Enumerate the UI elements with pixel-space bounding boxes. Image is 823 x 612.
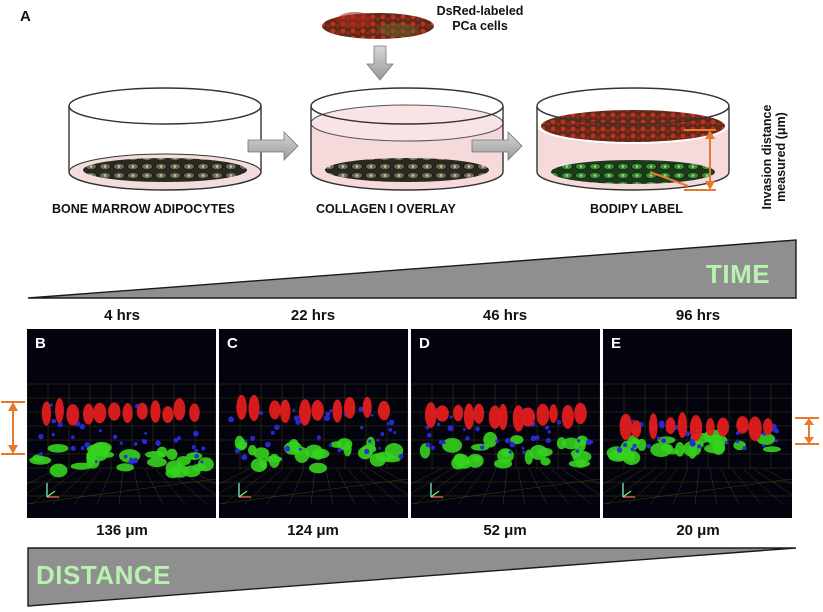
- dish-adipocytes: [68, 87, 262, 191]
- time-label-b: 4 hrs: [104, 307, 140, 324]
- panel-a-schematic: [68, 12, 730, 191]
- step-label-bodipy: BODIPY LABEL: [590, 202, 683, 216]
- distance-label: DISTANCE: [36, 560, 171, 590]
- dish-collagen: [310, 87, 504, 191]
- render-c: [219, 383, 408, 505]
- arrow-step2-icon: [471, 131, 523, 161]
- distance-label-b: 136 μm: [96, 522, 148, 539]
- pca-cells-label: DsRed-labeled PCa cells: [436, 4, 524, 33]
- micro-panel-d: D: [411, 329, 600, 518]
- micro-panel-e: E: [603, 329, 792, 518]
- render-d: [411, 383, 600, 505]
- panel-letter-c: C: [227, 335, 238, 352]
- panel-letter-e: E: [611, 335, 622, 352]
- panel-a-letter: A: [20, 8, 31, 25]
- distance-label-e: 20 μm: [676, 522, 720, 539]
- pca-cells-cluster-icon: [322, 12, 434, 39]
- dish-bodipy: [536, 87, 730, 191]
- step-label-adipocytes: BONE MARROW ADIPOCYTES: [52, 202, 235, 216]
- arrow-step1-icon: [247, 131, 299, 161]
- time-label-d: 46 hrs: [482, 307, 528, 324]
- time-label: TIME: [706, 259, 771, 289]
- arrow-down-icon: [366, 45, 394, 81]
- time-label-e: 96 hrs: [675, 307, 721, 324]
- distance-label-d: 52 μm: [483, 522, 527, 539]
- render-e: [603, 383, 792, 505]
- distance-bracket-left-icon: [1, 401, 25, 455]
- micro-panel-b: B: [27, 329, 216, 518]
- distance-wedge: [27, 547, 797, 607]
- render-b: [27, 383, 216, 505]
- distance-bracket-right-icon: [795, 417, 819, 445]
- distance-label-c: 124 μm: [287, 522, 339, 539]
- step-label-collagen: COLLAGEN I OVERLAY: [316, 202, 456, 216]
- invasion-measure-bracket-icon: [649, 129, 716, 191]
- panel-letter-b: B: [35, 335, 46, 352]
- time-wedge: [27, 239, 797, 299]
- micro-panel-c: C: [219, 329, 408, 518]
- panel-letter-d: D: [419, 335, 430, 352]
- invasion-distance-label: Invasion distance measured (μm): [760, 104, 788, 210]
- time-label-c: 22 hrs: [290, 307, 336, 324]
